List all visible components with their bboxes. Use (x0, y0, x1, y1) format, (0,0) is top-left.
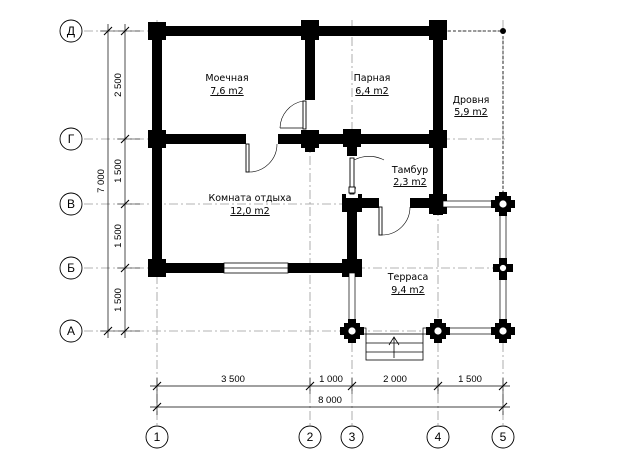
axis-bubble-row-g (59, 127, 83, 151)
terrace-post-a5 (491, 319, 515, 343)
axis-label-row-v: В (67, 197, 75, 211)
room-terrace-area: 9,4 m2 (391, 285, 424, 296)
dim-horizontal-3: 2 000 (383, 374, 407, 385)
dim-vertical-2: 1 500 (113, 159, 124, 183)
door-restroom-washroom (245, 133, 278, 173)
walls (148, 20, 506, 277)
axis-label-col-4: 4 (435, 430, 442, 444)
terrace-post-v5 (491, 192, 515, 216)
axis-label-col-2: 2 (307, 430, 314, 444)
axis-label-row-b: Б (67, 261, 75, 275)
room-washroom-name: Моечная (205, 73, 248, 84)
dim-horizontal-2: 1 000 (319, 374, 343, 385)
axis-label-row-g: Г (68, 132, 75, 146)
axis-label-row-a: А (67, 324, 75, 338)
door-washroom-steamroom (279, 100, 316, 130)
door-vestibule-restroom (346, 156, 385, 198)
dim-vertical-3: 1 500 (113, 224, 124, 248)
wall-row-g-left (152, 134, 246, 144)
room-washroom-area: 7,6 m2 (210, 86, 243, 97)
room-steamroom-name: Парная (354, 73, 391, 84)
room-vestibule-name: Тамбур (391, 165, 428, 176)
vertical-dimensions: 7 000 2 500 1 500 1 500 1 500 (96, 24, 140, 338)
room-vestibule-area: 2,3 m2 (393, 177, 426, 188)
wall-right-4 (433, 26, 443, 215)
door-terrace-vestibule (378, 197, 411, 236)
room-woodshed-area: 5,9 m2 (454, 107, 487, 118)
dim-horizontal-total: 8 000 (318, 395, 342, 406)
dim-vertical-total: 7 000 (96, 169, 107, 193)
axis-bubble-col-4 (426, 425, 450, 449)
dim-horizontal-4: 1 500 (458, 374, 482, 385)
room-terrace-name: Терраса (387, 272, 429, 283)
axis-label-col-1: 1 (154, 430, 161, 444)
axis-bubble-row-v (59, 192, 83, 216)
terrace-post-b5 (493, 258, 513, 280)
windows (223, 262, 289, 274)
axis-label-col-3: 3 (349, 430, 356, 444)
axis-bubble-row-a (59, 319, 83, 343)
woodshed-outline (443, 30, 504, 198)
dim-vertical-1: 2 500 (113, 73, 124, 97)
room-restroom-name: Комната отдыха (209, 193, 292, 204)
wall-bottom-left (152, 263, 224, 273)
dim-vertical-4: 1 500 (113, 288, 124, 312)
wall-row-v-right (410, 198, 443, 208)
terrace-post-a4 (426, 319, 450, 343)
row-axis-bubbles: Д Г В Б А (59, 19, 83, 343)
window-bottom (223, 262, 289, 274)
axis-bubble-col-2 (298, 425, 322, 449)
axis-bubble-col-1 (145, 425, 169, 449)
room-woodshed-name: Дровня (453, 95, 490, 106)
axis-bubble-row-b (59, 256, 83, 280)
terrace-structure (340, 192, 515, 361)
wall-bottom-right (288, 263, 358, 273)
wall-left (152, 26, 162, 274)
horizontal-dimensions: 3 500 1 000 2 000 1 500 8 000 (150, 374, 510, 415)
wall-top (151, 26, 443, 36)
terrace-post-a3 (340, 319, 364, 343)
wall-partition-2 (305, 26, 315, 152)
axis-label-col-5: 5 (500, 430, 507, 444)
room-labels: Моечная 7,6 m2 Парная 6,4 m2 Дровня 5,9 … (205, 73, 489, 296)
axis-bubble-col-5 (491, 425, 515, 449)
axis-bubble-col-3 (340, 425, 364, 449)
room-restroom-area: 12,0 m2 (230, 206, 269, 217)
column-axis-bubbles: 1 2 3 4 5 (145, 425, 515, 449)
room-steamroom-area: 6,4 m2 (355, 86, 388, 97)
terrace-steps (365, 333, 424, 361)
axis-bubble-row-d (59, 19, 83, 43)
wall-col-3-lower (347, 198, 357, 273)
dim-horizontal-1: 3 500 (221, 374, 245, 385)
doors (245, 100, 411, 236)
axis-label-row-d: Д (67, 24, 75, 38)
